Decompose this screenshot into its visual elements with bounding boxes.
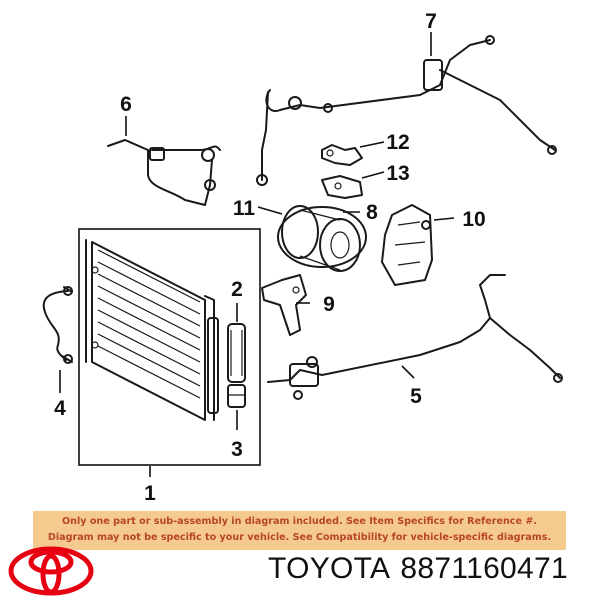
condenser-box [78, 228, 261, 466]
disclaimer-line-1: Only one part or sub-assembly in diagram… [61, 516, 538, 527]
callout-2: 2 [231, 278, 243, 301]
bracket-10 [381, 204, 433, 286]
callout-12: 12 [386, 131, 409, 154]
pipe-5 [267, 274, 563, 400]
leader-lines [59, 32, 455, 477]
hose-7 [256, 35, 557, 186]
callout-6: 6 [120, 93, 132, 116]
callout-4: 4 [54, 397, 66, 420]
callout-9: 9 [323, 293, 335, 316]
bracket-9 [261, 274, 307, 336]
callout-11: 11 [233, 197, 256, 220]
receiver-drier [227, 323, 246, 383]
callout-3: 3 [231, 438, 243, 461]
disclaimer-banner: Only one part or sub-assembly in diagram… [33, 511, 566, 550]
callout-8: 8 [366, 201, 378, 224]
hose-4 [42, 286, 73, 364]
part-identifier: TOYOTA 8871160471 [268, 552, 578, 586]
drier-cap [227, 384, 246, 408]
parts-diagram: 1 2 3 4 5 6 7 8 9 10 11 12 13 [42, 10, 563, 505]
callout-1: 1 [144, 482, 156, 505]
disclaimer-line-2: Diagram may not be specific to your vehi… [47, 532, 552, 543]
bracket-13 [321, 175, 363, 199]
pipe-6 [107, 139, 221, 206]
bracket-12 [321, 144, 363, 166]
brand-name: TOYOTA [268, 552, 391, 585]
callout-7: 7 [425, 10, 437, 33]
callout-10: 10 [462, 208, 485, 231]
part-number: 8871160471 [400, 552, 568, 585]
toyota-logo-icon [8, 546, 94, 596]
callout-13: 13 [386, 162, 409, 185]
callout-5: 5 [410, 385, 422, 408]
compressor [277, 205, 367, 272]
